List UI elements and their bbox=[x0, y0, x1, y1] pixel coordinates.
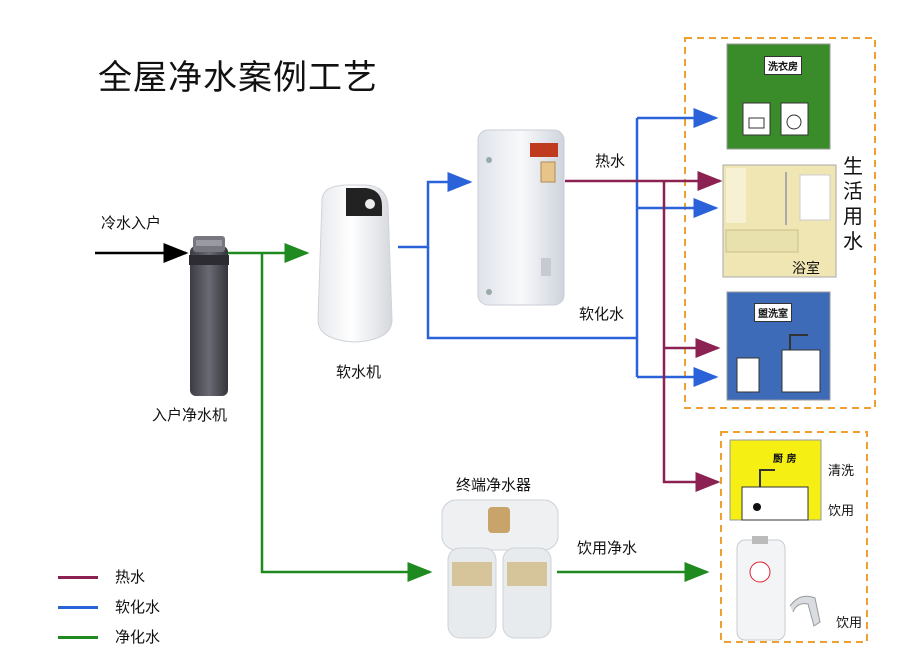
washroom-label: 盥洗室 bbox=[754, 303, 792, 322]
legend-hot-swatch bbox=[58, 576, 98, 579]
bathroom-image bbox=[722, 164, 837, 278]
washing-label: 清洗 bbox=[828, 464, 855, 479]
drinking-label-2: 饮用 bbox=[836, 616, 863, 631]
prefilter-unit bbox=[189, 236, 229, 396]
bathroom-label: 浴室 bbox=[792, 261, 820, 277]
softener-unit bbox=[317, 184, 393, 343]
drinking-label-1: 饮用 bbox=[828, 504, 855, 519]
kitchen-label: 厨 房 bbox=[773, 454, 797, 465]
laundry-room-label: 洗衣房 bbox=[764, 56, 802, 75]
page-title: 全屋净水案例工艺 bbox=[98, 58, 378, 98]
softener-label: 软水机 bbox=[336, 363, 382, 381]
drinking-water-label: 饮用净水 bbox=[577, 539, 638, 557]
cold-inlet-label: 冷水入户 bbox=[101, 214, 162, 232]
kitchen-box bbox=[720, 431, 868, 643]
domestic-water-box bbox=[684, 37, 876, 409]
drinking-dispenser-image bbox=[736, 536, 821, 641]
soft-water-pipe bbox=[398, 172, 473, 249]
legend-soft-label: 软化水 bbox=[115, 598, 161, 616]
domestic-water-label: 生 活 用 水 bbox=[843, 154, 863, 253]
soft-water-label: 软化水 bbox=[579, 305, 625, 323]
prefilter-label: 入户净水机 bbox=[152, 406, 228, 424]
legend-purified-label: 净化水 bbox=[115, 628, 161, 646]
water-heater-unit bbox=[477, 129, 565, 306]
terminal-purifier-unit bbox=[441, 499, 559, 639]
terminal-purifier-label: 终端净水器 bbox=[456, 476, 532, 494]
kitchen-image bbox=[729, 439, 822, 521]
legend-purified-swatch bbox=[58, 636, 98, 639]
hot-water-label: 热水 bbox=[595, 152, 626, 170]
legend-soft-swatch bbox=[58, 606, 98, 609]
legend-hot-label: 热水 bbox=[115, 568, 146, 586]
